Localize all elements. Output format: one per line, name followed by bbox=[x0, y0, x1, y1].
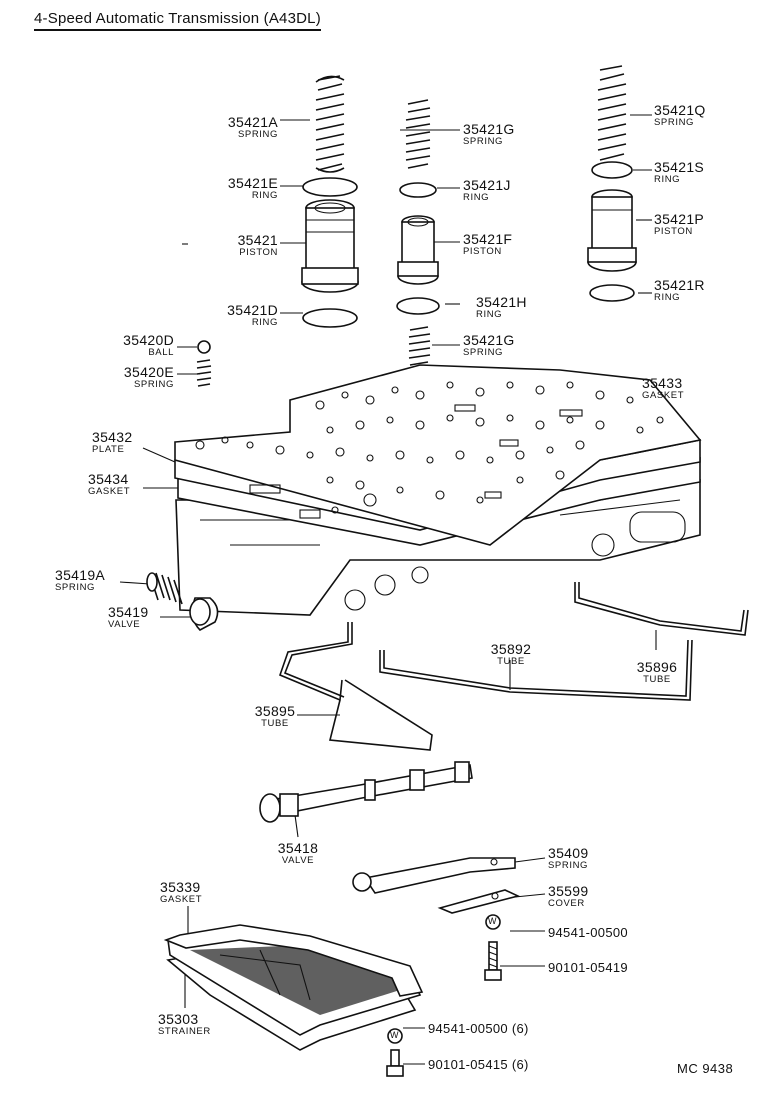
washer-bolt-drawing bbox=[386, 914, 502, 1077]
cover-35599-drawing bbox=[437, 889, 521, 914]
tube-35896-drawing bbox=[574, 582, 749, 636]
detent-spring-35409-drawing bbox=[352, 857, 516, 894]
tube-35895-drawing bbox=[278, 622, 433, 751]
valve-35418-drawing bbox=[259, 761, 473, 823]
piston-35421F-drawing bbox=[397, 215, 439, 285]
strainer-35303-drawing bbox=[163, 924, 424, 1051]
spring-35421A-drawing bbox=[315, 75, 345, 173]
washer-mark-2: W bbox=[390, 1030, 399, 1040]
rings-top-drawing bbox=[302, 161, 633, 198]
hardware-94541-00500-x6: 94541-00500 (6) bbox=[428, 1021, 529, 1036]
diagram-title: 4-Speed Automatic Transmission (A43DL) bbox=[34, 10, 321, 31]
spring-35421G-top-drawing bbox=[405, 99, 431, 169]
piston-35421P-drawing bbox=[587, 189, 637, 272]
valve-35419-drawing bbox=[146, 572, 219, 631]
ball-spring-35420-drawing bbox=[196, 340, 212, 387]
hardware-94541-00500: 94541-00500 bbox=[548, 925, 628, 940]
hardware-90101-05419: 90101-05419 bbox=[548, 960, 628, 975]
piston-35421-drawing bbox=[301, 199, 359, 293]
tube-35892-drawing bbox=[379, 639, 693, 701]
spring-35421Q-drawing bbox=[597, 65, 627, 161]
diagram-code: MC 9438 bbox=[677, 1061, 734, 1076]
valve-body-drawing bbox=[174, 364, 702, 616]
hardware-90101-05415-x6: 90101-05415 (6) bbox=[428, 1057, 529, 1072]
rings-lower-drawing bbox=[302, 284, 635, 328]
spring-35421G-bottom-drawing bbox=[408, 326, 431, 366]
washer-mark-1: W bbox=[488, 916, 497, 926]
